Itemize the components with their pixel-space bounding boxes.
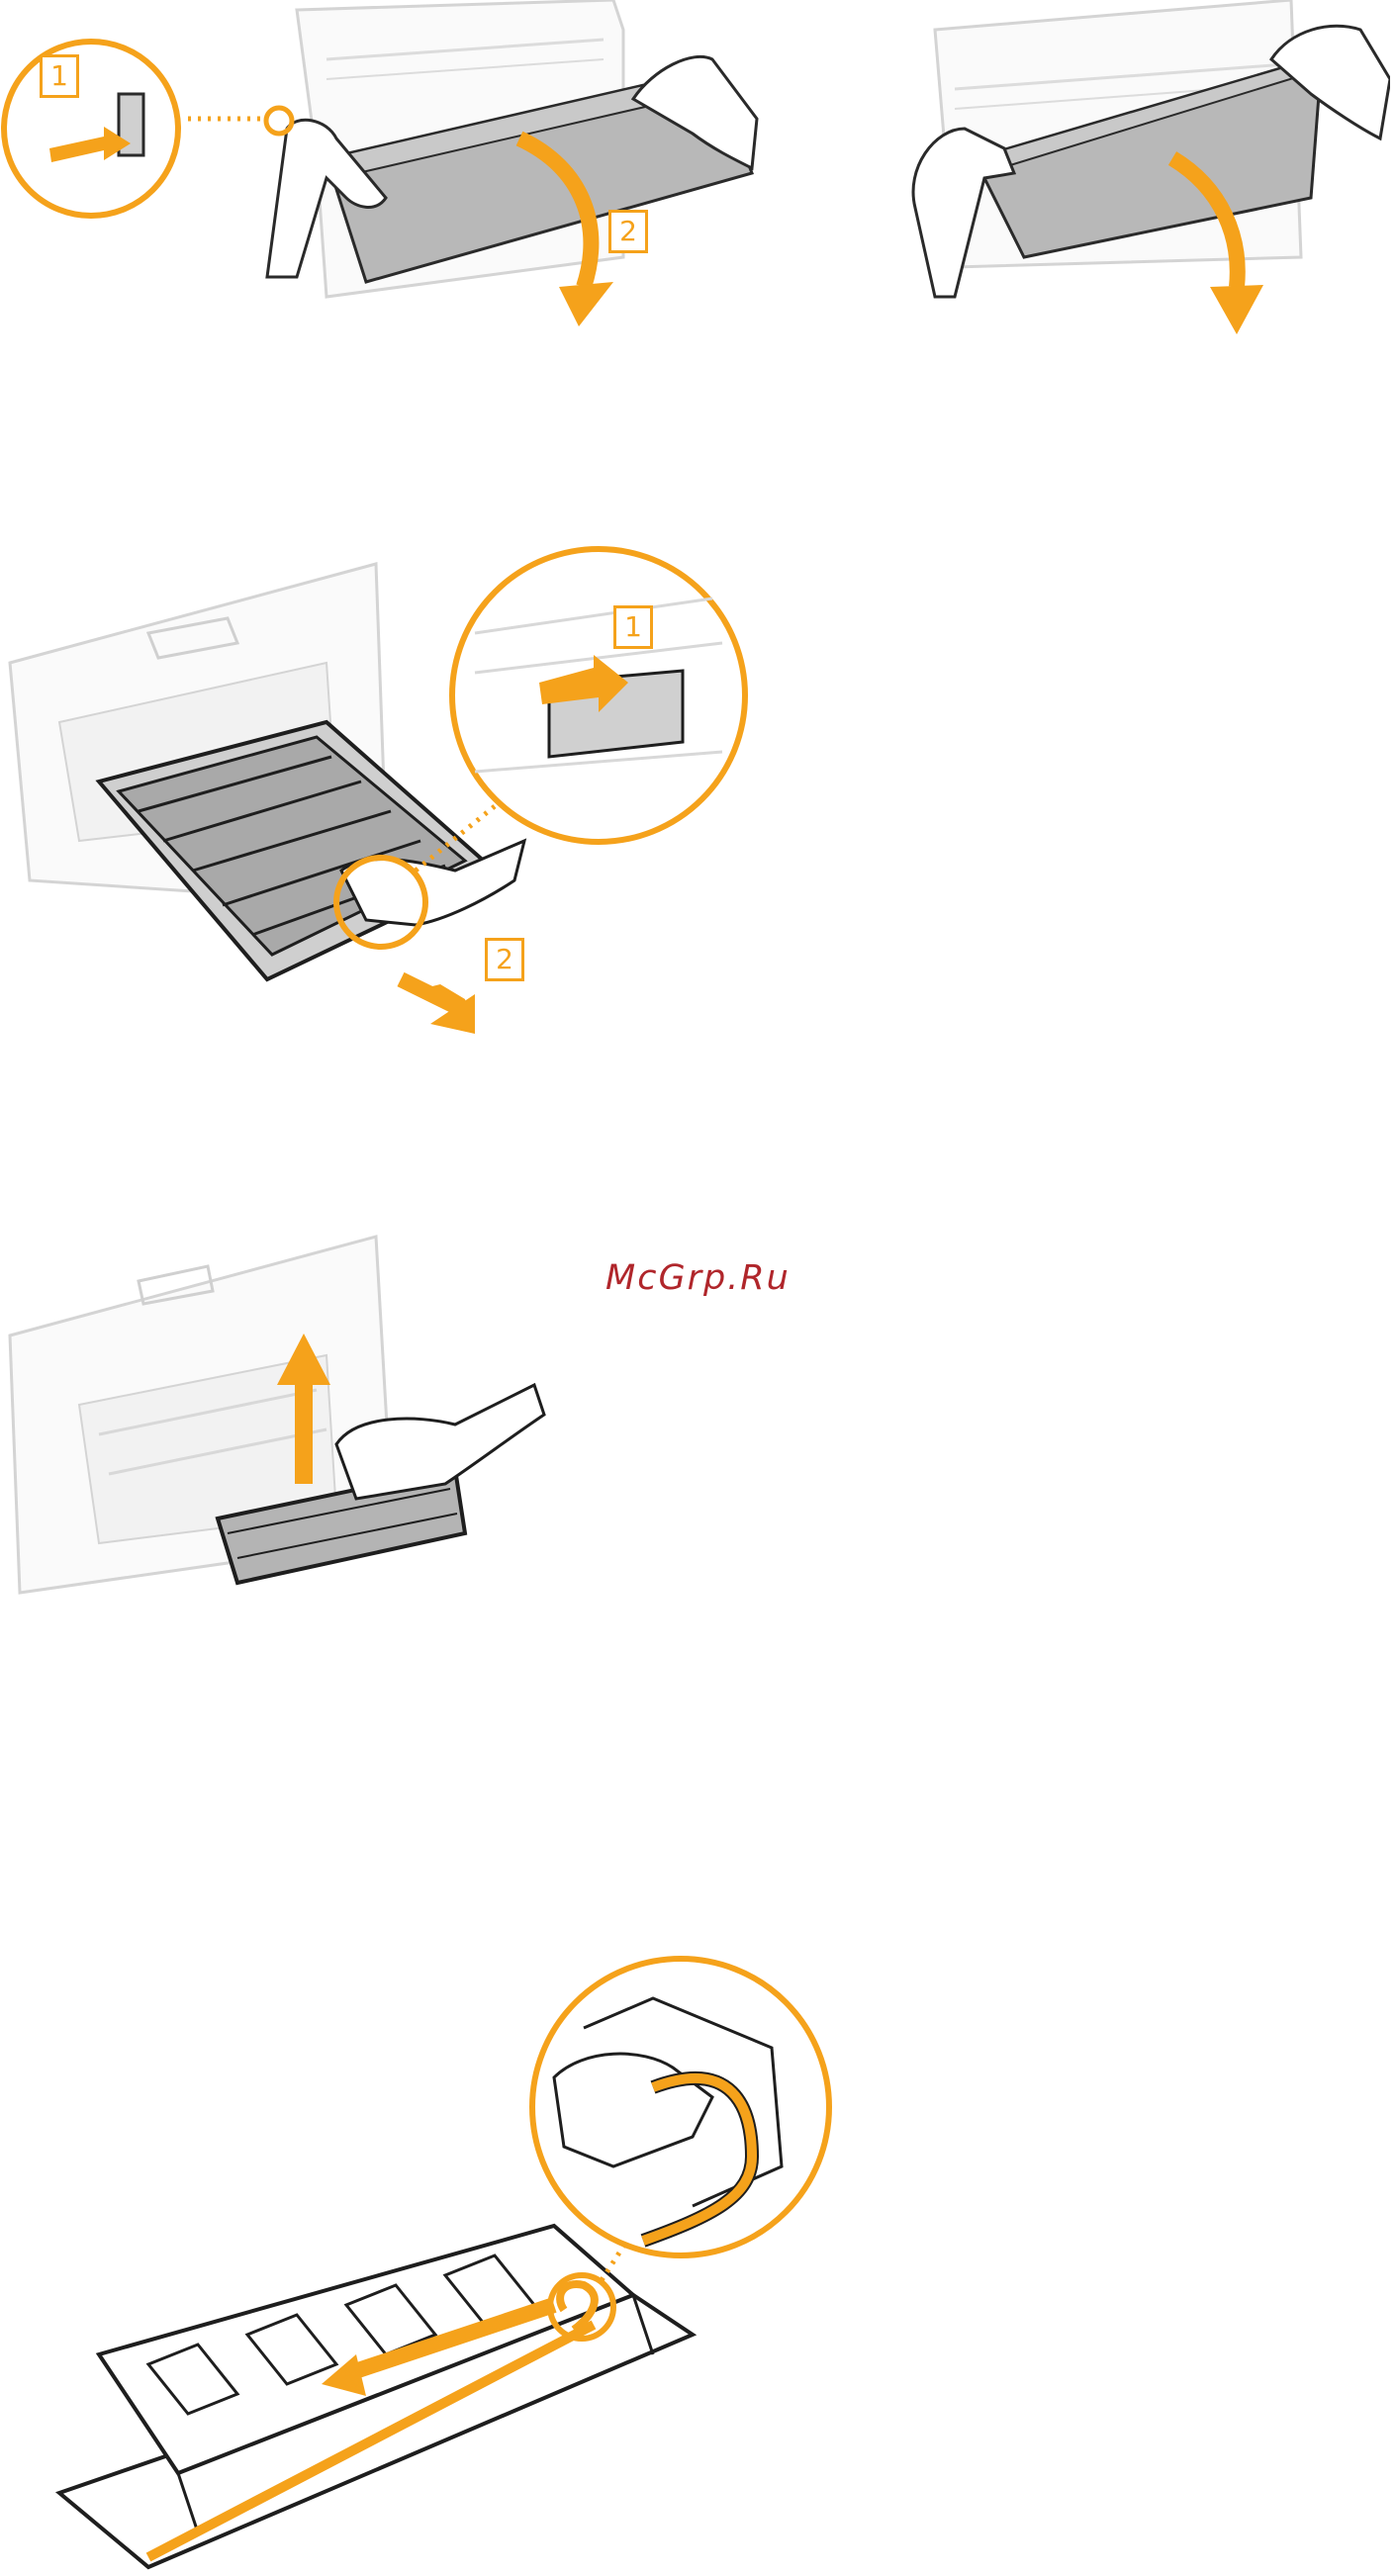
callout-number: 1 xyxy=(624,610,642,643)
callout-box-2: 2 xyxy=(485,938,524,981)
callout-number: 1 xyxy=(50,59,68,92)
callout-number: 2 xyxy=(619,215,637,247)
callout-box-1: 1 xyxy=(40,54,79,98)
figure-remove-toner-cartridge xyxy=(0,1217,574,1672)
figure-open-front-cover xyxy=(0,0,762,346)
callout-box-1: 1 xyxy=(613,605,653,649)
figure-new-cartridge-packaging xyxy=(0,1939,871,2572)
figure-cover-open-alt xyxy=(895,0,1390,346)
callout-number: 2 xyxy=(496,943,513,975)
callout-box-2: 2 xyxy=(608,210,648,253)
watermark-text: McGrp.Ru xyxy=(605,1258,823,1308)
